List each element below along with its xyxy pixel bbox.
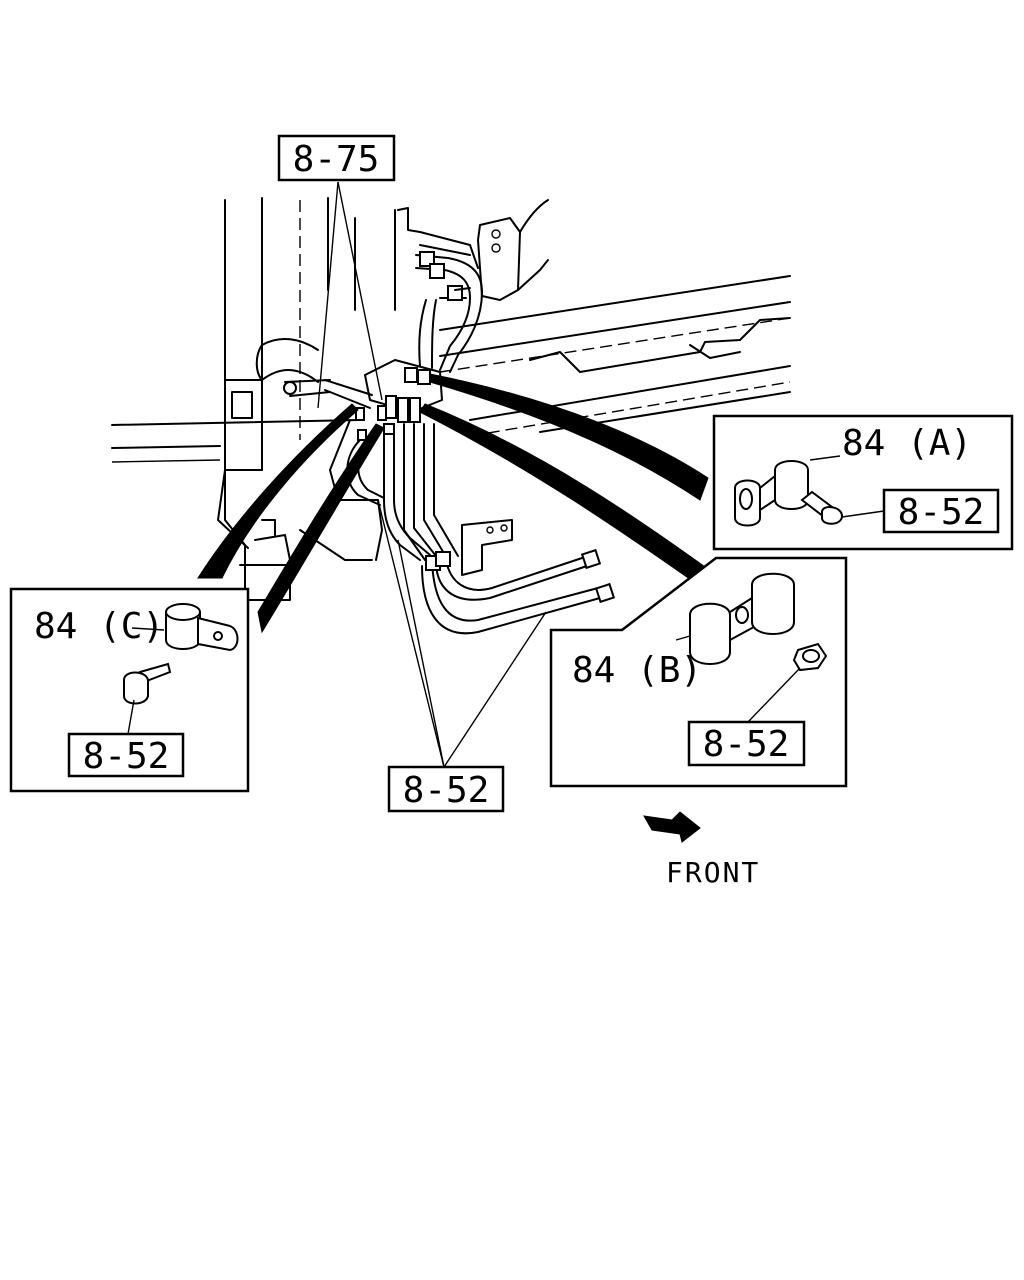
callout-8-75-label: 8-75 xyxy=(293,139,380,180)
front-arrow-icon xyxy=(643,811,701,843)
part-84b-ref-label: 8-52 xyxy=(703,724,790,765)
part-84a-ref-label: 8-52 xyxy=(898,492,985,533)
front-direction-indicator: FRONT xyxy=(643,811,760,889)
clip-84a-drawing xyxy=(734,455,844,527)
part-84a-label: 84 (A) xyxy=(842,423,972,464)
detail-leader-beams xyxy=(197,373,713,634)
clip-84c-drawing xyxy=(123,603,239,705)
detail-box-84a: 84 (A) 8-52 xyxy=(712,414,1014,551)
clip-84b-drawing xyxy=(675,572,828,672)
part-84b-label: 84 (B) xyxy=(572,650,702,691)
callout-8-75: 8-75 xyxy=(277,134,396,409)
callout-8-52-bottom-label: 8-52 xyxy=(403,770,490,811)
front-label: FRONT xyxy=(666,856,760,889)
detail-box-84c: 84 (C) 8-52 xyxy=(9,587,250,793)
part-84c-ref-label: 8-52 xyxy=(83,736,170,777)
callout-8-52-bottom: 8-52 xyxy=(377,499,547,813)
part-84c-label: 84 (C) xyxy=(34,606,164,647)
detail-box-84b: 84 (B) 8-52 xyxy=(549,556,848,788)
